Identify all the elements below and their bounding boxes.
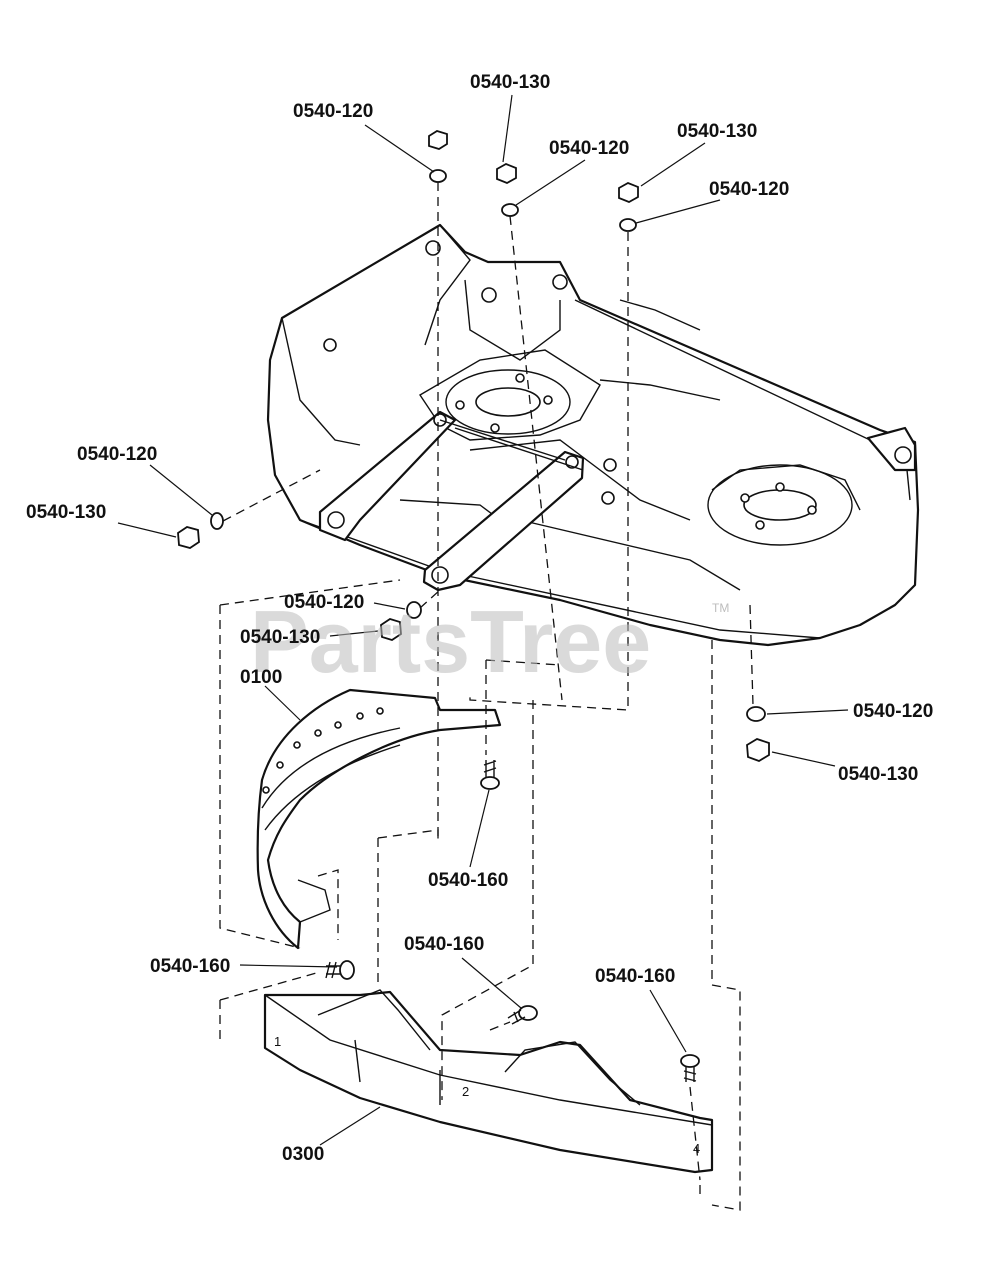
- callout-c11: 0540-120: [853, 701, 933, 722]
- nut-top-right: [618, 182, 639, 203]
- bolt-right: [680, 1054, 700, 1082]
- nut-left: [177, 526, 200, 549]
- washer-left: [210, 512, 224, 530]
- washer-top-left: [429, 169, 447, 183]
- callout-c6: 0540-120: [77, 444, 157, 465]
- washer-mid: [406, 601, 422, 619]
- leader-lines: [117, 94, 849, 1146]
- deck-hanger-arms: [318, 410, 585, 592]
- callout-c15: 0540-160: [404, 934, 484, 955]
- washer-top-center: [501, 203, 519, 217]
- callout-c13: 0540-160: [428, 870, 508, 891]
- nut-mid: [380, 618, 402, 641]
- callout-c17: 0300: [282, 1144, 324, 1165]
- watermark: PartsTree: [250, 592, 651, 691]
- callout-c4: 0540-130: [677, 121, 757, 142]
- part-0300-baffle: 1 2 4: [263, 989, 714, 1174]
- callout-c1: 0540-130: [470, 72, 550, 93]
- washer-right: [746, 706, 766, 722]
- nut-top-left: [428, 130, 448, 150]
- callout-c3: 0540-120: [549, 138, 629, 159]
- callout-c8: 0540-120: [284, 592, 364, 613]
- callout-c12: 0540-130: [838, 764, 918, 785]
- part-0100-curved-baffle: [256, 688, 502, 950]
- callout-c2: 0540-120: [293, 101, 373, 122]
- callout-c10: 0100: [240, 667, 282, 688]
- callout-c7: 0540-130: [26, 502, 106, 523]
- baffle-mark-2: 2: [462, 1084, 469, 1099]
- baffle-mark-1: 1: [274, 1034, 281, 1049]
- bolt-left: [325, 960, 355, 980]
- bolt-center: [507, 1005, 538, 1025]
- bolt-upper: [480, 760, 500, 790]
- callout-c16: 0540-160: [595, 966, 675, 987]
- callout-c9: 0540-130: [240, 627, 320, 648]
- nut-right: [746, 738, 770, 762]
- nut-top-center: [496, 163, 517, 184]
- callout-c14: 0540-160: [150, 956, 230, 977]
- callout-labels: 0540-130 0540-120 0540-120 0540-130 0540…: [26, 72, 933, 1165]
- callout-c5: 0540-120: [709, 179, 789, 200]
- washer-top-right: [619, 218, 637, 232]
- watermark-trademark: TM: [712, 601, 729, 615]
- bolts: [325, 760, 700, 1082]
- assembly-lines: [219, 182, 754, 1211]
- mower-deck-housing: [266, 223, 920, 647]
